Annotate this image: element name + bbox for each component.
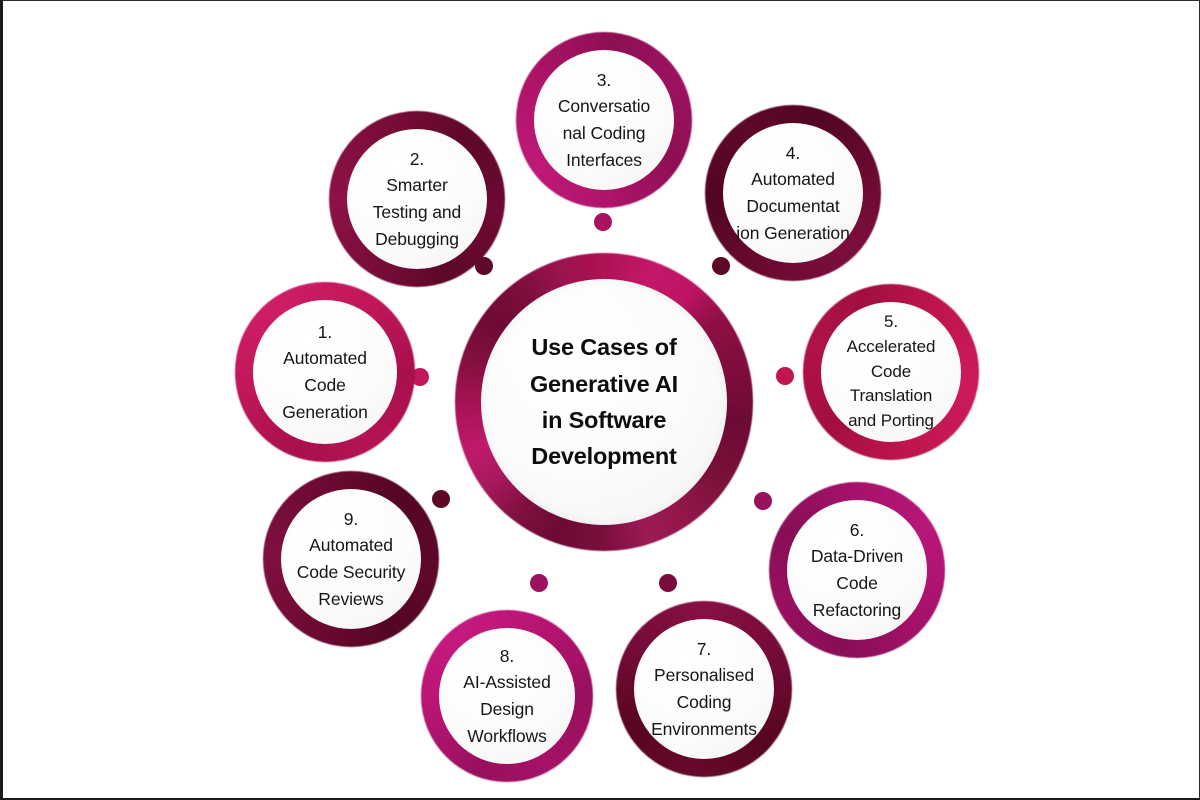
node-8-inner: 8. AI-Assisted Design Workflows bbox=[439, 628, 575, 764]
node-4-label: 4. Automated Documentat ion Generation bbox=[736, 142, 850, 243]
node-6-inner: 6. Data-Driven Code Refactoring bbox=[787, 500, 927, 640]
node-1-inner: 1. Automated Code Generation bbox=[253, 300, 397, 444]
node-3-label: 3. Conversatio nal Coding Interfaces bbox=[557, 69, 651, 170]
connector-dot-7 bbox=[659, 574, 677, 592]
node-2-smarter-testing-and-debugging[interactable]: 2. Smarter Testing and Debugging bbox=[329, 111, 505, 287]
node-9-label: 9. Automated Code Security Reviews bbox=[296, 508, 406, 609]
node-3-conversational-coding-interfaces[interactable]: 3. Conversatio nal Coding Interfaces bbox=[516, 32, 692, 208]
center-hub-inner: Use Cases of Generative AI in Software D… bbox=[481, 279, 727, 525]
node-1-label: 1. Automated Code Generation bbox=[282, 321, 368, 422]
node-9-automated-code-security-reviews[interactable]: 9. Automated Code Security Reviews bbox=[263, 471, 439, 647]
connector-dot-6 bbox=[754, 492, 772, 510]
node-1-automated-code-generation[interactable]: 1. Automated Code Generation bbox=[235, 282, 415, 462]
node-2-inner: 2. Smarter Testing and Debugging bbox=[347, 129, 487, 269]
node-6-label: 6. Data-Driven Code Refactoring bbox=[810, 519, 904, 620]
node-8-ai-assisted-design-workflows[interactable]: 8. AI-Assisted Design Workflows bbox=[421, 610, 593, 782]
node-9-inner: 9. Automated Code Security Reviews bbox=[281, 489, 421, 629]
node-6-data-driven-code-refactoring[interactable]: 6. Data-Driven Code Refactoring bbox=[769, 482, 945, 658]
connector-dot-9 bbox=[432, 490, 450, 508]
node-4-automated-documentation-generation[interactable]: 4. Automated Documentat ion Generation bbox=[705, 105, 881, 281]
diagram-stage: Use Cases of Generative AI in Software D… bbox=[3, 1, 1199, 798]
node-7-personalised-coding-environments[interactable]: 7. Personalised Coding Environments bbox=[616, 601, 792, 777]
node-5-inner: 5. Accelerated Code Translation and Port… bbox=[821, 302, 961, 442]
node-2-label: 2. Smarter Testing and Debugging bbox=[372, 148, 462, 249]
node-3-inner: 3. Conversatio nal Coding Interfaces bbox=[534, 50, 674, 190]
page-title: Use Cases of Generative AI in Software D… bbox=[529, 334, 679, 470]
node-4-inner: 4. Automated Documentat ion Generation bbox=[723, 123, 863, 263]
connector-dot-8 bbox=[530, 574, 548, 592]
node-8-label: 8. AI-Assisted Design Workflows bbox=[463, 645, 551, 746]
connector-dot-2 bbox=[475, 257, 493, 275]
node-7-label: 7. Personalised Coding Environments bbox=[651, 638, 757, 739]
node-7-inner: 7. Personalised Coding Environments bbox=[634, 619, 774, 759]
connector-dot-5 bbox=[776, 367, 794, 385]
center-hub: Use Cases of Generative AI in Software D… bbox=[455, 253, 753, 551]
connector-dot-4 bbox=[712, 257, 730, 275]
connector-dot-3 bbox=[594, 213, 612, 231]
connector-dot-1 bbox=[411, 368, 429, 386]
node-5-label: 5. Accelerated Code Translation and Port… bbox=[846, 312, 936, 430]
node-5-accelerated-code-translation-and-porting[interactable]: 5. Accelerated Code Translation and Port… bbox=[803, 284, 979, 460]
